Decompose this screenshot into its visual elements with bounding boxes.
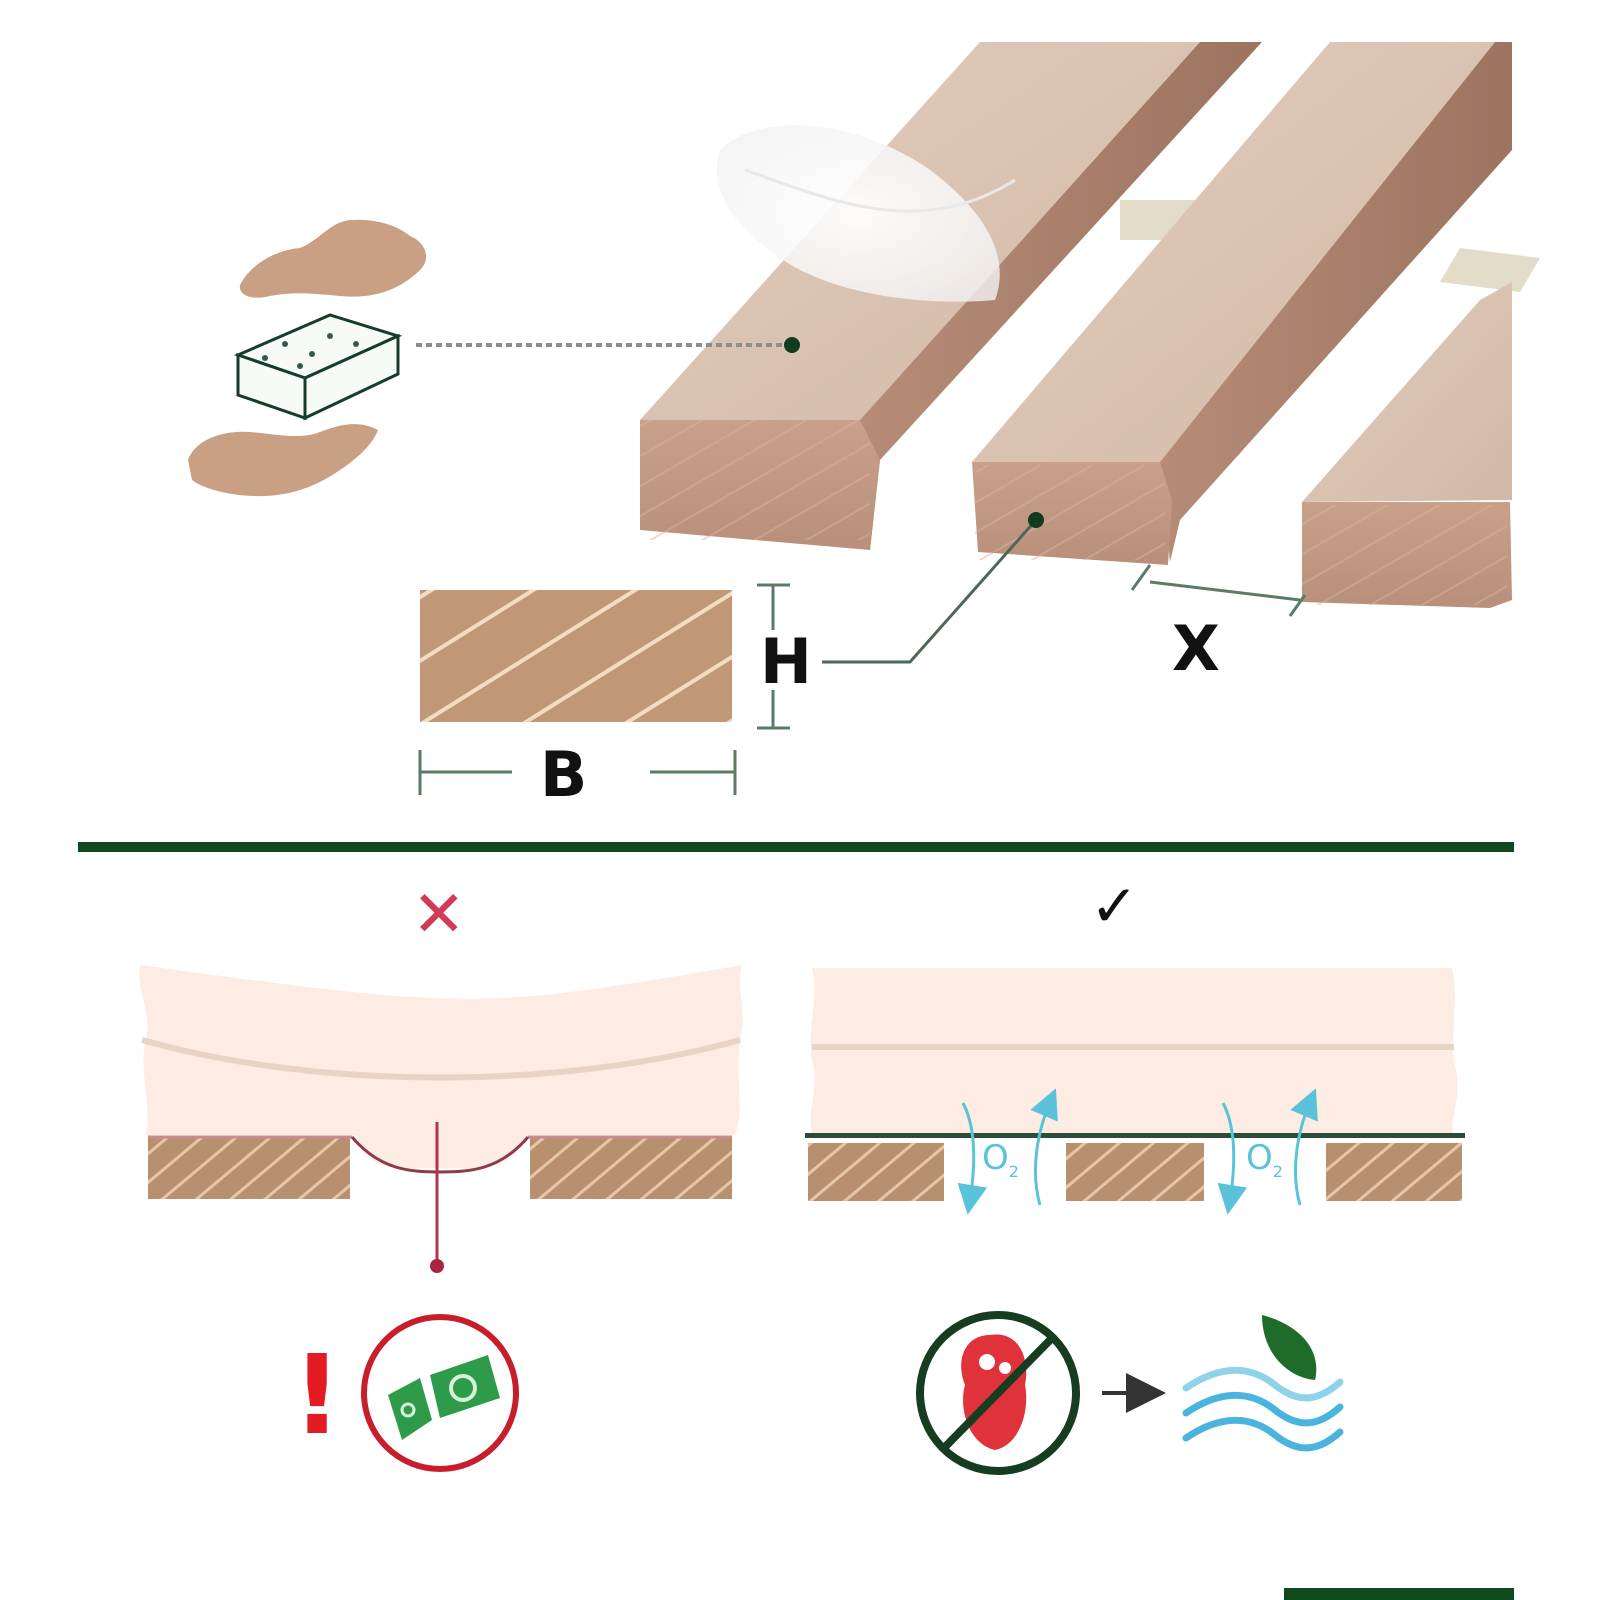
panel-correct	[805, 968, 1465, 1475]
broken-money-icon	[388, 1355, 500, 1440]
dimension-X	[1130, 564, 1307, 617]
slat-3	[1302, 282, 1512, 608]
support-line	[805, 1133, 1465, 1138]
connector-dot	[784, 337, 800, 353]
airflow-arrows	[957, 1088, 1318, 1215]
feather-icon	[716, 125, 1016, 302]
mattress-flat	[810, 968, 1458, 1135]
slat-cross-section	[420, 590, 732, 722]
mattress-sagging	[139, 965, 743, 1169]
panel-incorrect	[139, 965, 743, 1472]
no-bacteria-icon	[916, 1311, 1080, 1475]
connector-dot	[1028, 512, 1044, 528]
frame-rail	[1440, 248, 1540, 292]
oxygen-symbol: O	[982, 1138, 1009, 1178]
slat-section	[530, 1137, 732, 1199]
hand-icon	[188, 424, 378, 497]
correct-mark-icon: ✓	[1090, 872, 1139, 940]
fresh-water-leaf-icon	[1182, 1315, 1344, 1452]
slat-section	[808, 1143, 944, 1201]
dimension-H	[757, 583, 790, 730]
foam-block-icon	[233, 313, 403, 421]
hands-foam-group	[188, 219, 427, 497]
oxygen-symbol: O	[1246, 1138, 1273, 1178]
connector-H	[822, 519, 1038, 664]
section-divider	[78, 842, 1514, 852]
oxygen-label: O2	[1246, 1138, 1283, 1181]
slat-2	[972, 42, 1512, 565]
slat-section	[148, 1137, 350, 1199]
hand-icon	[239, 219, 427, 298]
dimension-label-spacing: X	[1172, 612, 1220, 685]
slat-section	[1326, 1143, 1462, 1201]
dimension-B	[418, 750, 737, 795]
dimension-label-height: H	[760, 625, 812, 698]
incorrect-mark-icon: ✕	[412, 878, 466, 952]
dimension-label-width: B	[540, 738, 588, 811]
oxygen-subscript: 2	[1272, 1161, 1283, 1181]
slats-perspective	[640, 42, 1540, 608]
oxygen-subscript: 2	[1008, 1161, 1019, 1181]
warning-exclamation-icon: !	[292, 1331, 343, 1459]
footer-bar	[1284, 1588, 1514, 1600]
slat-section	[1066, 1143, 1204, 1201]
oxygen-label: O2	[982, 1138, 1019, 1181]
